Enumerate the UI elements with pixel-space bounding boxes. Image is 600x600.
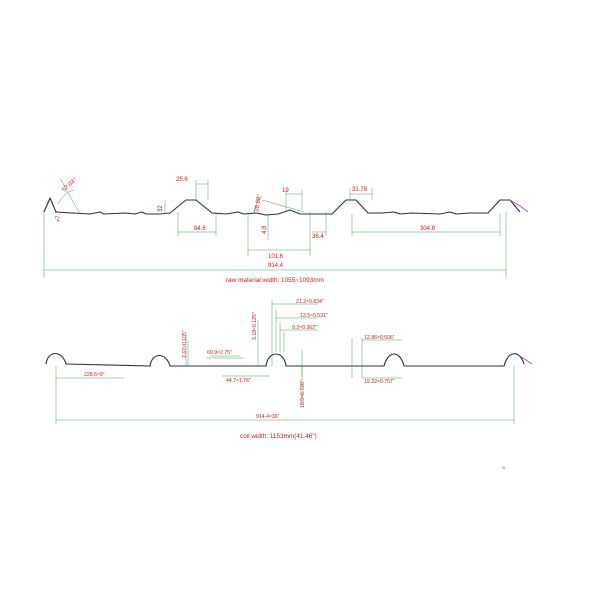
top-dim-angle-b: ≈7.7 [56,210,62,222]
top-dim-crest-span: 84.6 [194,226,206,232]
bottom-overlap-edge [519,355,533,365]
top-dim-angle-c: 28.89° [254,194,263,213]
top-dim-crest-width: 31.78 [352,187,368,193]
top-overlap-edge [509,199,529,213]
bottom-dim-height-total: 3.18≈0.125" [252,312,258,340]
bottom-dim-panel-section: 228.6≈9" [84,372,105,378]
bottom-coil-width-caption: coil width: 1153mm(41.46") [240,433,317,440]
top-raw-material-caption: raw material width: 1055~1093mm [226,277,324,284]
corner-mark: a [502,465,505,471]
bottom-profile-line [45,352,525,367]
top-dim-rib-height: 32 [158,205,164,212]
bottom-dim-foot-width: 19.22≈0.757" [364,379,395,385]
bottom-dim-crest-b: 13.5≈0.531" [300,313,328,319]
bottom-dim-depth: 18.5≈0.728" [300,380,306,408]
top-cover-width: 914.4 [268,263,284,269]
top-profile-line [43,197,521,216]
bottom-dim-crest-c: 9.2≈0.362" [292,325,317,331]
bottom-dim-rib-height: 2.67≈0.105" [182,330,188,358]
top-extension-lines [43,177,507,278]
top-dim-slope-run: 19 [282,188,289,194]
bottom-dimension-lines [56,303,514,421]
bottom-dim-side-mark: 12.86≈0.506" [364,335,395,341]
bottom-profile-group: 2.67≈0.105" 69.9≈2.75" 3.18≈0.125" 21.2≈… [45,299,533,440]
bottom-dim-valley-width: 44.7≈1.76" [226,378,251,384]
bottom-dim-rib-width: 69.9≈2.75" [207,350,232,356]
top-dim-pitch: 101.6 [268,254,284,260]
top-profile-group: 57.03° ≈7.7 25.6 32 84.6 28.89° 19 4.8 1… [43,177,529,284]
top-dim-end-span: 304.8 [420,226,436,232]
top-dim-crest-top: 25.6 [176,177,188,183]
bottom-cover-width: 914.4≈36" [256,414,280,420]
top-dimension-lines [44,183,506,271]
bottom-extension-lines [55,300,515,424]
bottom-dim-crest-a: 21.2≈0.834" [296,299,324,305]
top-dim-valley: 36.4 [312,234,324,240]
top-dim-ridge: 4.8 [262,225,268,234]
